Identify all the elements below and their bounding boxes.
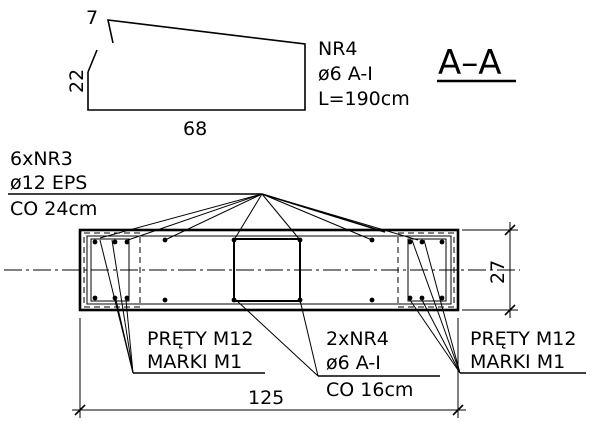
top-callout: 6xNR3 ø12 EPS CO 24cm (8, 148, 419, 241)
top-callout-fan (99, 193, 419, 241)
bar-label-line-1: NR4 (318, 38, 358, 60)
rebar-dot (369, 297, 375, 303)
bar-shape: 7 22 68 NR4 ø6 A-I L=190cm (66, 7, 410, 140)
rebar-dot (419, 239, 425, 245)
bottom-left-line-1: PRĘTY M12 (147, 328, 254, 350)
rebar-dot (297, 237, 303, 243)
rebar-dot (162, 237, 168, 243)
section-title: A–A (437, 43, 516, 83)
rebar-dot (419, 295, 425, 301)
rebar-dot (124, 295, 130, 301)
bottom-left-line-2: MARKI M1 (147, 351, 242, 373)
rebar-dot (407, 239, 413, 245)
bar-dim-top: 7 (86, 7, 98, 29)
section-title-text: A–A (438, 43, 502, 83)
bottom-left-leaders (99, 239, 134, 374)
bottom-right-callout: PRĘTY M12 MARKI M1 (409, 239, 586, 374)
bottom-right-line-2: MARKI M1 (470, 351, 565, 373)
bottom-center-line-1: 2xNR4 (326, 328, 389, 350)
rebar-dots (92, 237, 445, 303)
width-dimension: 125 (72, 318, 466, 418)
rebar-dot (231, 237, 237, 243)
top-callout-line-1: 6xNR3 (10, 148, 73, 170)
rebar-dot (369, 237, 375, 243)
height-dimension-text: 27 (487, 260, 509, 284)
width-dimension-text: 125 (248, 387, 284, 409)
top-callout-line-3: CO 24cm (10, 198, 97, 220)
bottom-center-line-3: CO 16cm (326, 379, 413, 401)
bottom-right-line-1: PRĘTY M12 (470, 328, 577, 350)
bottom-center-leaders (235, 299, 319, 377)
rebar-dot (124, 239, 130, 245)
top-callout-line-2: ø12 EPS (10, 172, 87, 194)
bottom-center-line-2: ø6 A-I (326, 352, 381, 374)
rebar-dot (92, 295, 98, 301)
bar-outline (87, 19, 306, 111)
rebar-dot (162, 297, 168, 303)
rebar-dot (231, 297, 237, 303)
bottom-center-callout: 2xNR4 ø6 A-I CO 16cm (235, 299, 440, 401)
rebar-dot (439, 295, 445, 301)
bottom-right-leaders (409, 239, 461, 374)
bar-dim-side: 22 (66, 69, 88, 93)
height-dimension: 27 (462, 222, 518, 318)
bottom-left-callout: PRĘTY M12 MARKI M1 (99, 239, 265, 374)
bar-dim-bottom: 68 (183, 118, 207, 140)
bar-label-line-2: ø6 A-I (318, 63, 373, 85)
rebar-dot (439, 239, 445, 245)
bar-label-line-3: L=190cm (318, 88, 410, 110)
bar-hook (87, 49, 98, 73)
rebar-dot (92, 239, 98, 245)
rebar-dot (112, 239, 118, 245)
beam-section (4, 228, 520, 312)
rebar-dot (407, 295, 413, 301)
